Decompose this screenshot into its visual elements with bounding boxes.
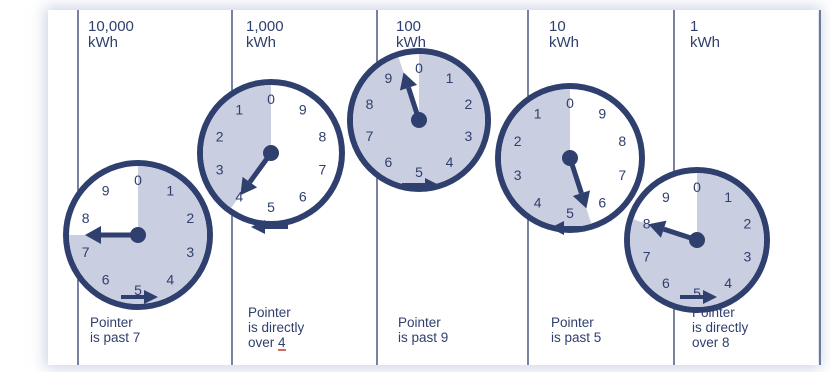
dial-digit: 7 bbox=[618, 167, 626, 183]
dial-digit: 9 bbox=[598, 106, 606, 122]
dial-digit: 3 bbox=[514, 167, 522, 183]
dial-digit: 8 bbox=[366, 96, 374, 112]
dial-digit: 3 bbox=[465, 128, 473, 144]
dial-digit: 9 bbox=[385, 70, 393, 86]
dial-caption-line: is past 7 bbox=[90, 330, 140, 345]
dial-digit: 5 bbox=[566, 205, 574, 221]
dial-digit: 9 bbox=[662, 189, 670, 205]
dial-digit: 0 bbox=[134, 172, 142, 188]
dial-pointer-hub bbox=[689, 232, 705, 248]
dial-caption-line: Pointer bbox=[248, 305, 291, 320]
dial-digit: 1 bbox=[534, 106, 542, 122]
dial-digit: 0 bbox=[566, 95, 574, 111]
dial-digit: 7 bbox=[643, 248, 651, 264]
dial-caption-line: Pointer bbox=[90, 315, 133, 330]
dial-digit: 4 bbox=[534, 194, 542, 210]
dial-digit: 6 bbox=[102, 271, 110, 287]
dial-digit: 2 bbox=[465, 96, 473, 112]
dial-digit: 7 bbox=[366, 128, 374, 144]
dial-digit: 1 bbox=[724, 189, 732, 205]
dial-unit-value: 1 bbox=[690, 18, 698, 35]
dial-digit: 1 bbox=[446, 70, 454, 86]
dial-digit: 5 bbox=[415, 164, 423, 180]
dial-digit: 0 bbox=[267, 91, 275, 107]
dial-pointer-hub bbox=[130, 227, 146, 243]
dial-digit: 6 bbox=[598, 194, 606, 210]
dial-caption-line: Pointer bbox=[398, 315, 441, 330]
dial-unit-value: 100 bbox=[396, 18, 421, 35]
dial-digit: 5 bbox=[267, 199, 275, 215]
dial-caption-line: over 4 bbox=[248, 335, 286, 350]
dial-digit: 7 bbox=[82, 244, 90, 260]
dial-digit: 2 bbox=[514, 133, 522, 149]
dial-digit: 8 bbox=[643, 216, 651, 232]
dial-caption-line: Pointer bbox=[692, 305, 735, 320]
dial-digit: 2 bbox=[186, 210, 194, 226]
dial-unit-label: kWh bbox=[88, 34, 118, 51]
dial-digit: 0 bbox=[415, 60, 423, 76]
dial-digit: 6 bbox=[299, 189, 307, 205]
dial-pointer-hub bbox=[562, 150, 578, 166]
dial-caption-line: over 8 bbox=[692, 335, 730, 350]
dial-pointer-hub bbox=[411, 112, 427, 128]
dial-digit: 4 bbox=[446, 154, 454, 170]
dial-unit-value: 10,000 bbox=[88, 18, 134, 35]
dial-digit: 2 bbox=[216, 128, 224, 144]
dial-digit: 8 bbox=[318, 128, 326, 144]
dial-unit-label: kWh bbox=[246, 34, 276, 51]
dial-digit: 6 bbox=[385, 154, 393, 170]
dial-unit-label: kWh bbox=[690, 34, 720, 51]
dial-digit: 8 bbox=[618, 133, 626, 149]
dial-digit: 8 bbox=[82, 210, 90, 226]
dial-digit: 6 bbox=[662, 275, 670, 291]
dial-caption-line: is directly bbox=[692, 320, 749, 335]
dial-digit: 9 bbox=[102, 183, 110, 199]
dial-digit: 4 bbox=[724, 275, 732, 291]
dial-digit: 7 bbox=[318, 162, 326, 178]
dial-unit-label: kWh bbox=[549, 34, 579, 51]
dial-digit: 4 bbox=[166, 271, 174, 287]
dial-digit: 9 bbox=[299, 101, 307, 117]
dial-caption-line: is directly bbox=[248, 320, 305, 335]
dial-unit-value: 10 bbox=[549, 18, 566, 35]
dial-caption-line: is past 5 bbox=[551, 330, 601, 345]
dial-unit-value: 1,000 bbox=[246, 18, 284, 35]
dial-digit: 2 bbox=[744, 216, 752, 232]
meter-dial: 0 12 34 5 67 89 bbox=[347, 48, 491, 192]
dial-caption-line: is past 9 bbox=[398, 330, 448, 345]
meter-dial: 0 12 34 5 67 89 bbox=[495, 83, 645, 233]
dial-digit: 1 bbox=[166, 183, 174, 199]
dial-digit: 3 bbox=[744, 248, 752, 264]
dial-digit: 3 bbox=[186, 244, 194, 260]
dial-digit: 3 bbox=[216, 162, 224, 178]
dial-digit: 0 bbox=[693, 179, 701, 195]
dial-pointer-hub bbox=[263, 145, 279, 161]
dial-digit: 1 bbox=[235, 101, 243, 117]
dial-caption-line: Pointer bbox=[551, 315, 594, 330]
